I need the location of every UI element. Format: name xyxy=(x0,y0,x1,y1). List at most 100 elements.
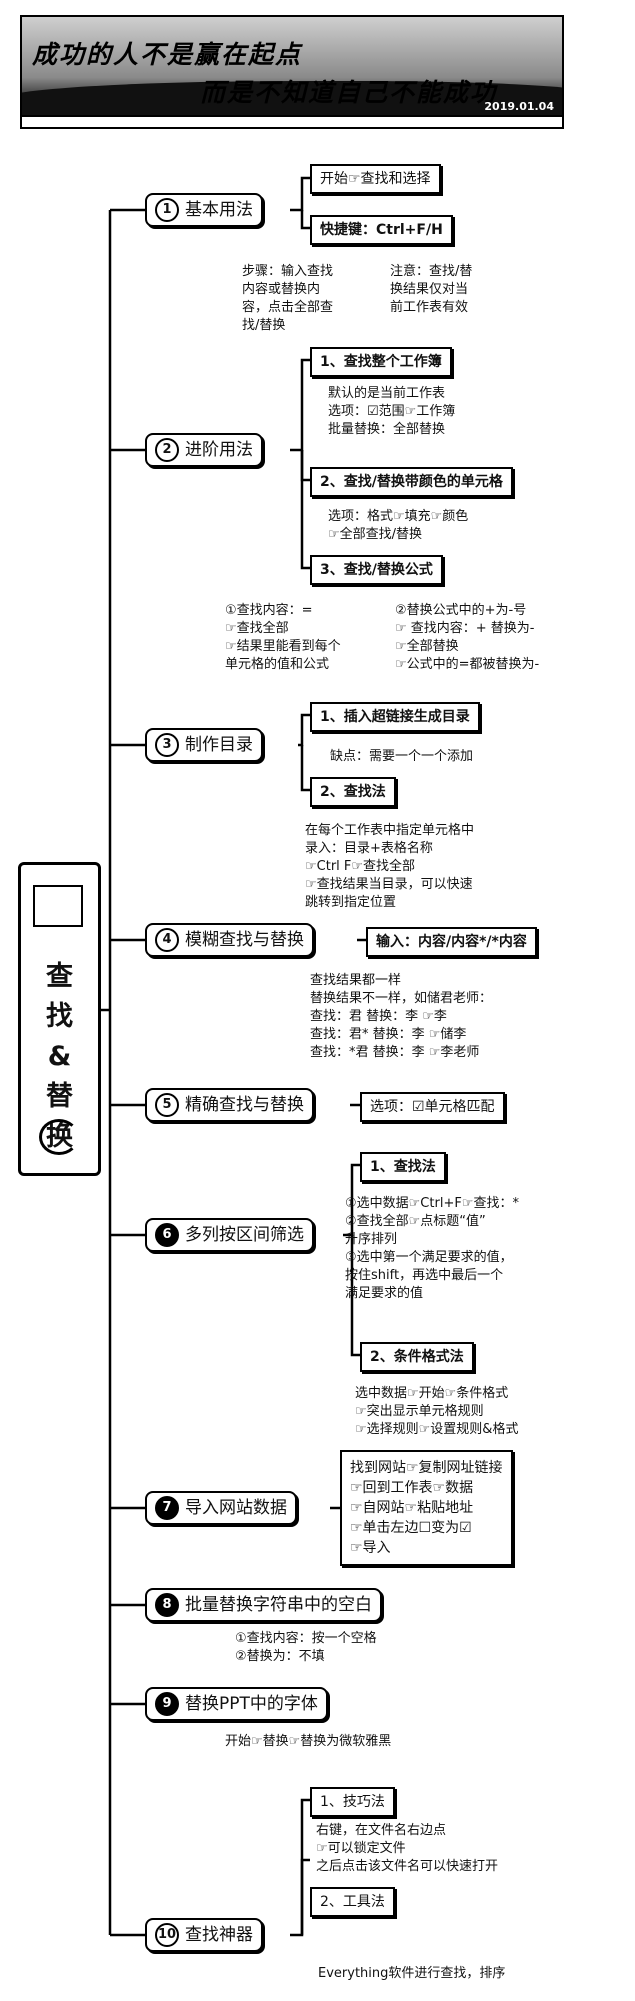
branch-number: 8 xyxy=(155,1593,179,1617)
b5-option-box: 选项：☑单元格匹配 xyxy=(360,1092,505,1122)
text-line: 替换结果不一样，如储君老师： xyxy=(310,991,493,1006)
refresh-icon xyxy=(39,1119,79,1155)
branch-number: 9 xyxy=(155,1692,179,1716)
branch-make-toc: 3 制作目录 xyxy=(145,728,263,762)
b6-conditional-detail: 选中数据☞开始☞条件格式 ☞突出显示单元格规则 ☞选择规则☞设置规则&格式 xyxy=(355,1385,518,1439)
b8-detail: ①查找内容：按一个空格 ②替换为：不填 xyxy=(235,1630,377,1666)
b6-sub-find: 1、查找法 xyxy=(360,1152,446,1182)
text-line: 步骤：输入查找 xyxy=(242,264,334,279)
b7-steps-box: 找到网站☞复制网址链接 ☞回到工作表☞数据 ☞自网站☞粘贴地址 ☞单击左边☐变为… xyxy=(340,1450,513,1566)
text-line: ②替换为：不填 xyxy=(235,1649,325,1664)
text-line: 查找：君* 替换：李 ☞储李 xyxy=(310,1027,467,1042)
text-line: 升序排列 xyxy=(345,1232,398,1247)
text-line: ①选中数据☞Ctrl+F☞查找：* xyxy=(345,1196,519,1211)
text-line: 选中数据☞开始☞条件格式 xyxy=(355,1386,509,1401)
text-line: ☞ 查找内容：+ 替换为- xyxy=(395,621,535,636)
branch-number: 4 xyxy=(155,928,179,952)
b1-note: 注意：查找/替 换结果仅对当 前工作表有效 xyxy=(390,263,472,317)
text-line: ②替换公式中的+为-号 xyxy=(395,603,527,618)
text-line: ☞可以锁定文件 xyxy=(316,1841,406,1856)
branch-number: 5 xyxy=(155,1093,179,1117)
text-line: 选项：☑范围☞工作簿 xyxy=(328,404,456,419)
text-line: ☞导入 xyxy=(350,1540,391,1556)
branch-number: 3 xyxy=(155,733,179,757)
text-line: ☞公式中的=都被替换为- xyxy=(395,657,540,672)
text-line: ☞查找结果当目录，可以快速 xyxy=(305,877,473,892)
branch-batch-whitespace: 8 批量替换字符串中的空白 xyxy=(145,1588,382,1622)
b3-sub-hyperlink: 1、插入超链接生成目录 xyxy=(310,702,480,732)
center-title-char: & xyxy=(47,1041,72,1072)
text-line: 按住shift，再选中最后一个 xyxy=(345,1268,504,1283)
b10-sub-trick: 1、技巧法 xyxy=(310,1787,395,1817)
b10-tool-detail: Everything软件进行查找，排序 xyxy=(318,1966,506,1981)
branch-label: 查找神器 xyxy=(185,1925,253,1945)
branch-number: 6 xyxy=(155,1223,179,1247)
center-title-char: 找 xyxy=(46,1001,73,1032)
text-line: 换结果仅对当 xyxy=(390,282,469,297)
b4-input-box: 输入：内容/内容*/*内容 xyxy=(366,927,537,957)
b3-find-detail: 在每个工作表中指定单元格中 录入：目录+表格名称 ☞Ctrl F☞查找全部 ☞查… xyxy=(305,822,474,912)
center-title-char: 查 xyxy=(46,961,73,992)
text-line: 选项：格式☞填充☞颜色 xyxy=(328,509,469,524)
text-line: ②查找全部☞点标题“值” xyxy=(345,1214,486,1229)
b2-sub-color: 2、查找/替换带颜色的单元格 xyxy=(310,467,513,497)
text-line: 找到网站☞复制网址链接 xyxy=(350,1460,503,1476)
text-line: 找/替换 xyxy=(242,318,286,333)
branch-label: 进阶用法 xyxy=(185,440,253,460)
text-line: ☞单击左边☐变为☑ xyxy=(350,1520,472,1536)
branch-ppt-font: 9 替换PPT中的字体 xyxy=(145,1687,328,1721)
text-line: 查找：君 替换：李 ☞李 xyxy=(310,1009,447,1024)
text-line: 单元格的值和公式 xyxy=(225,657,330,672)
search-icon xyxy=(33,885,83,927)
text-line: 录入：目录+表格名称 xyxy=(305,841,433,856)
banner-line-2: 而是不知道自己不能成功 xyxy=(200,78,498,107)
branch-label: 替换PPT中的字体 xyxy=(185,1694,318,1714)
text-line: 查找结果都一样 xyxy=(310,973,402,988)
text-line: ☞结果里能看到每个 xyxy=(225,639,341,654)
branch-label: 制作目录 xyxy=(185,735,253,755)
b3-sub-find: 2、查找法 xyxy=(310,777,396,807)
b2-formula-right: ②替换公式中的+为-号 ☞ 查找内容：+ 替换为- ☞全部替换 ☞公式中的=都被… xyxy=(395,602,539,674)
text-line: 容，点击全部查 xyxy=(242,300,334,315)
center-title-char: 替 xyxy=(46,1081,73,1112)
branch-exact-replace: 5 精确查找与替换 xyxy=(145,1088,314,1122)
text-line: ☞选择规则☞设置规则&格式 xyxy=(355,1422,519,1437)
branch-label: 多列按区间筛选 xyxy=(185,1225,304,1245)
text-line: ☞查找全部 xyxy=(225,621,289,636)
b2-sub-formula: 3、查找/替换公式 xyxy=(310,555,443,585)
text-line: ☞全部替换 xyxy=(395,639,459,654)
b10-trick-detail: 右键，在文件名右边点 ☞可以锁定文件 之后点击该文件名可以快速打开 xyxy=(316,1822,498,1876)
b9-detail: 开始☞替换☞替换为微软雅黑 xyxy=(225,1734,392,1749)
banner-landscape xyxy=(22,81,562,117)
branch-label: 导入网站数据 xyxy=(185,1498,287,1518)
branch-number: 1 xyxy=(155,198,179,222)
header-banner: 成功的人不是赢在起点 而是不知道自己不能成功 2019.01.04 xyxy=(20,15,564,129)
branch-range-filter: 6 多列按区间筛选 xyxy=(145,1218,314,1252)
text-line: ☞突出显示单元格规则 xyxy=(355,1404,484,1419)
branch-label: 基本用法 xyxy=(185,200,253,220)
branch-label: 精确查找与替换 xyxy=(185,1095,304,1115)
branch-basic-usage: 1 基本用法 xyxy=(145,193,263,227)
banner-strip xyxy=(22,115,562,127)
b2-sub1-detail: 默认的是当前工作表 选项：☑范围☞工作簿 批量替换：全部替换 xyxy=(328,385,455,439)
branch-number: 10 xyxy=(155,1923,179,1947)
banner-line-1: 成功的人不是赢在起点 xyxy=(32,40,303,69)
text-line: ☞Ctrl F☞查找全部 xyxy=(305,859,416,874)
text-line: ☞回到工作表☞数据 xyxy=(350,1480,474,1496)
banner-date: 2019.01.04 xyxy=(484,100,554,113)
branch-label: 批量替换字符串中的空白 xyxy=(185,1595,372,1615)
b2-sub2-detail: 选项：格式☞填充☞颜色 ☞全部查找/替换 xyxy=(328,508,468,544)
text-line: ①查找内容：按一个空格 xyxy=(235,1631,377,1646)
text-line: 查找：*君 替换：李 ☞李老师 xyxy=(310,1045,480,1060)
text-line: ③选中第一个满足要求的值， xyxy=(345,1250,513,1265)
b1-box-menu: 开始☞查找和选择 xyxy=(310,164,441,194)
b3-note: 缺点：需要一个一个添加 xyxy=(330,749,474,764)
text-line: 跳转到指定位置 xyxy=(305,895,397,910)
b6-sub-conditional: 2、条件格式法 xyxy=(360,1342,474,1372)
text-line: ☞自网站☞粘贴地址 xyxy=(350,1500,474,1516)
branch-label: 模糊查找与替换 xyxy=(185,930,304,950)
text-line: 默认的是当前工作表 xyxy=(328,386,446,401)
